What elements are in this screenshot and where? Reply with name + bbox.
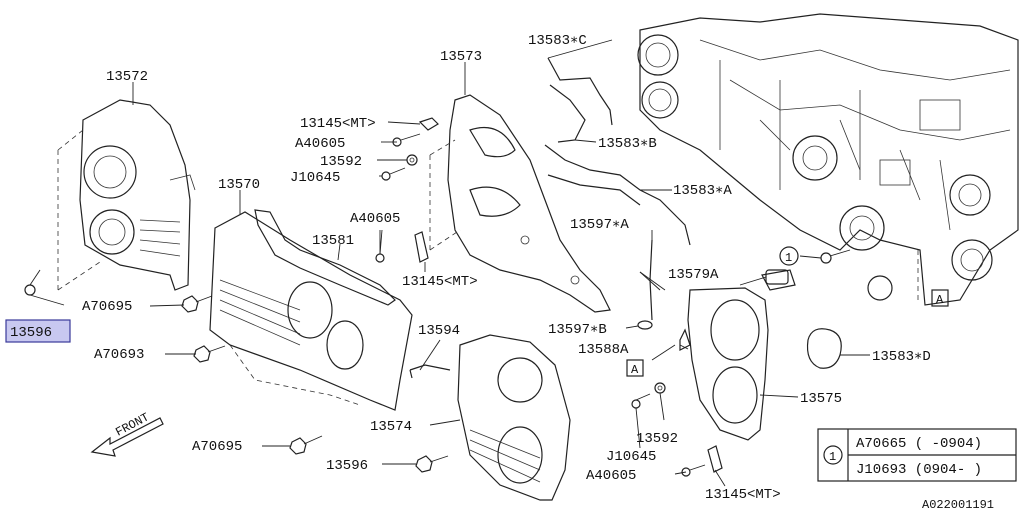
label-13574[interactable]: 13574 (370, 419, 412, 435)
label-circle-1: 1 (785, 251, 792, 265)
part-13581-gasket (254, 209, 396, 306)
part-13573-plate (429, 94, 611, 313)
engine-block (637, 13, 1019, 306)
label-a70695-bot[interactable]: A70695 (192, 439, 242, 455)
bolt-icons (24, 133, 851, 477)
bolt-a70695-top-icon (181, 295, 213, 313)
label-13588a[interactable]: 13588A (578, 342, 629, 358)
label-13583b[interactable]: 13583∗B (598, 136, 657, 152)
label-front: FRONT (113, 410, 151, 439)
label-a70693[interactable]: A70693 (94, 347, 144, 363)
label-13145-mid[interactable]: 13145<MT> (402, 274, 478, 290)
figure-code: A022001191 (922, 498, 994, 512)
bolt-a40605-bot-icon (681, 464, 706, 477)
label-13145-bot[interactable]: 13145<MT> (705, 487, 781, 503)
label-ref-a-left: A (631, 363, 639, 377)
label-ref-a-right: A (936, 293, 944, 307)
part-13583d-oring (806, 328, 842, 369)
washer-13592-top-icon (406, 154, 418, 166)
label-a40605-top[interactable]: A40605 (295, 136, 345, 152)
part-13570-cover (209, 211, 413, 411)
bolt-13596-bot-icon (415, 455, 449, 473)
legend-row-2: J10693 (0904- ) (856, 462, 982, 478)
bolt-circle1-icon (820, 249, 851, 264)
ref-a-box-right (931, 289, 949, 307)
legend-marker: 1 (829, 450, 836, 464)
part-13588a (679, 328, 691, 351)
part-13583-gaskets (544, 57, 691, 246)
label-13570[interactable]: 13570 (218, 177, 260, 193)
label-a40605-bot[interactable]: A40605 (586, 468, 636, 484)
bolt-13596-left-icon (24, 269, 41, 296)
label-13592-bot[interactable]: 13592 (636, 431, 678, 447)
bolt-a70693-icon (193, 345, 226, 363)
label-a70695-top[interactable]: A70695 (82, 299, 132, 315)
part-13594-bracket (409, 364, 451, 379)
part-13574-cover (457, 334, 571, 501)
bolt-j10645-bot-icon (631, 393, 651, 409)
label-13583a[interactable]: 13583∗A (673, 183, 732, 199)
label-13596-bottom[interactable]: 13596 (326, 458, 368, 474)
legend-table (817, 428, 1017, 482)
circle-1-marker-icon (779, 246, 799, 266)
part-13572-cover (57, 99, 196, 291)
label-13594[interactable]: 13594 (418, 323, 460, 339)
front-arrow-icon (90, 417, 164, 457)
callout-labels: 13572 13573 13583∗C 13583∗B 13583∗A 1358… (10, 33, 994, 512)
label-13581[interactable]: 13581 (312, 233, 354, 249)
label-j10645-bot[interactable]: J10645 (606, 449, 656, 465)
label-j10645-top[interactable]: J10645 (290, 170, 340, 186)
label-13592-top[interactable]: 13592 (320, 154, 362, 170)
part-13597a-seal (649, 239, 653, 321)
ref-a-box-left (626, 359, 644, 377)
label-13583c[interactable]: 13583∗C (528, 33, 587, 49)
part-13597b-seal (637, 320, 653, 330)
selected-part-highlight[interactable] (5, 319, 71, 343)
label-13572[interactable]: 13572 (106, 69, 148, 85)
washer-13592-bot-icon (654, 382, 666, 394)
label-13145-top[interactable]: 13145<MT> (300, 116, 376, 132)
label-13579a[interactable]: 13579A (668, 267, 719, 283)
label-13597b[interactable]: 13597∗B (548, 322, 607, 338)
label-13596-left[interactable]: 13596 (10, 325, 52, 341)
legend-row-1: A70665 ( -0904) (856, 436, 982, 452)
bolt-j10645-top-icon (381, 167, 406, 181)
label-13583d[interactable]: 13583∗D (872, 349, 931, 365)
label-13573[interactable]: 13573 (440, 49, 482, 65)
label-13597a[interactable]: 13597∗A (570, 217, 629, 233)
bolt-a70695-bot-icon (289, 435, 323, 455)
clip-13145-bot-icon (707, 445, 723, 473)
leader-lines (29, 39, 870, 487)
bolt-a40605-top-icon (392, 133, 421, 147)
clip-13145-top-icon (418, 117, 439, 131)
clip-13145-mid-icon (414, 231, 429, 263)
label-a40605-mid[interactable]: A40605 (350, 211, 400, 227)
part-13575-cover (687, 269, 796, 441)
label-13575[interactable]: 13575 (800, 391, 842, 407)
